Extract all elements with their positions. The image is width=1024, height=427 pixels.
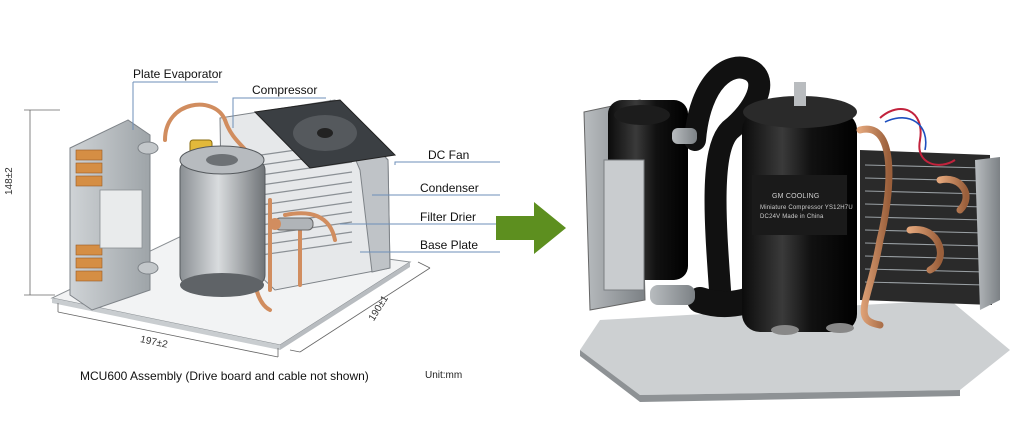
label-dc-fan: DC Fan bbox=[428, 148, 470, 162]
photo-condenser bbox=[860, 150, 1000, 310]
base-plate-edge bbox=[52, 298, 280, 350]
product-photo bbox=[580, 56, 1010, 402]
plate-evaporator-shape bbox=[69, 119, 159, 311]
figure-caption: MCU600 Assembly (Drive board and cable n… bbox=[80, 369, 369, 383]
compressor-brand-label: GM COOLING bbox=[772, 193, 820, 200]
callout-lines bbox=[132, 81, 500, 253]
photo-copper-tubes bbox=[856, 125, 970, 329]
unit-note: Unit:mm bbox=[425, 370, 463, 381]
label-plate-evaporator: Plate Evaporator bbox=[133, 67, 223, 81]
photo-wires bbox=[879, 108, 956, 166]
dimension-lines bbox=[24, 109, 431, 358]
label-compressor: Compressor bbox=[252, 83, 318, 97]
dimension-height: 148±2 bbox=[4, 167, 15, 195]
label-condenser: Condenser bbox=[420, 181, 479, 195]
label-filter-drier: Filter Drier bbox=[420, 210, 476, 224]
photo-base-plate bbox=[580, 300, 1010, 395]
filter-drier-shape bbox=[269, 217, 314, 231]
compressor-sticker-line2: DC24V Made in China bbox=[760, 214, 824, 220]
assembly-drawing bbox=[24, 81, 500, 358]
compressor-shape bbox=[179, 145, 266, 297]
label-base-plate: Base Plate bbox=[420, 238, 479, 252]
compressor-sticker-line1: Miniature Compressor YS12H7U bbox=[760, 205, 853, 211]
photo-compressor bbox=[742, 82, 857, 332]
dc-fan-shape bbox=[253, 99, 397, 169]
arrow-icon bbox=[496, 202, 566, 254]
